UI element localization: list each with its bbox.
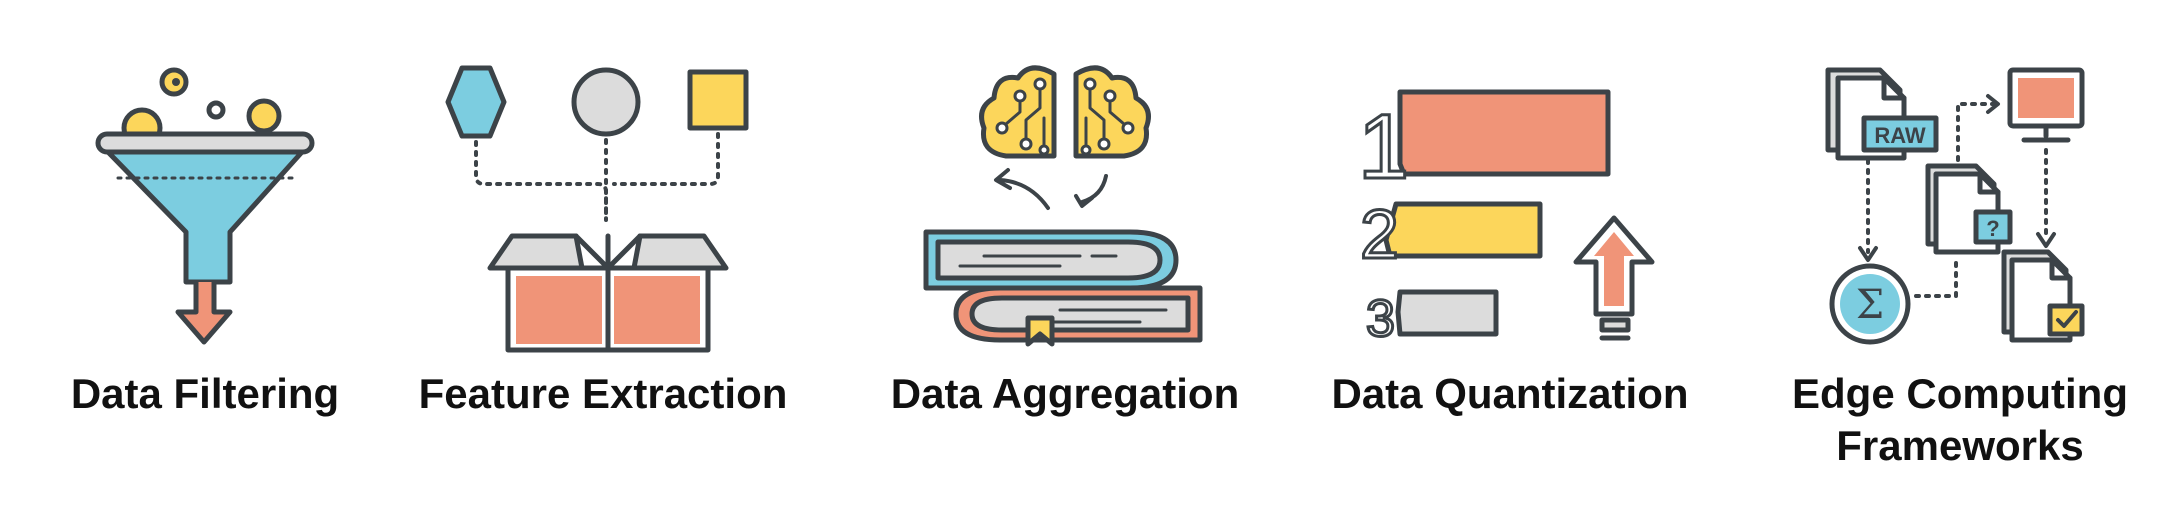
- label-line: Data Filtering: [70, 370, 340, 417]
- panel-label: Data Filtering: [40, 368, 370, 420]
- panel-data-quantization: 1 2 3 Data Quantization: [1320, 0, 1700, 526]
- label-line: Feature Extraction: [418, 370, 788, 417]
- edge-network-icon: RAW ? Σ: [1825, 67, 2085, 345]
- label-line: Edge Computing: [1792, 370, 2128, 417]
- funnel-icon: [95, 67, 315, 345]
- panel-data-filtering: Data Filtering: [40, 0, 370, 526]
- question-badge: ?: [1986, 216, 1999, 241]
- panel-data-aggregation: Data Aggregation: [880, 0, 1250, 526]
- label-line: Data Aggregation: [890, 370, 1240, 417]
- panel-edge-computing: RAW ? Σ Edge Computing Frameworks: [1780, 0, 2140, 526]
- box-extraction-icon: [445, 65, 749, 353]
- quant-number-2: 2: [1360, 195, 1399, 273]
- panel-label: Feature Extraction: [408, 368, 798, 420]
- sigma-symbol: Σ: [1856, 282, 1884, 328]
- panel-label: Edge Computing Frameworks: [1780, 368, 2140, 472]
- books-brain-icon: [923, 65, 1203, 347]
- quant-number-3: 3: [1366, 290, 1395, 348]
- panel-label: Data Quantization: [1320, 368, 1700, 420]
- label-line: Frameworks: [1836, 422, 2084, 469]
- panel-feature-extraction: Feature Extraction: [408, 0, 798, 526]
- panel-label: Data Aggregation: [880, 368, 1250, 420]
- quant-number-1: 1: [1358, 96, 1409, 198]
- raw-badge: RAW: [1874, 123, 1926, 148]
- label-line: Data Quantization: [1331, 370, 1689, 417]
- quantization-bars-icon: 1 2 3: [1357, 89, 1655, 350]
